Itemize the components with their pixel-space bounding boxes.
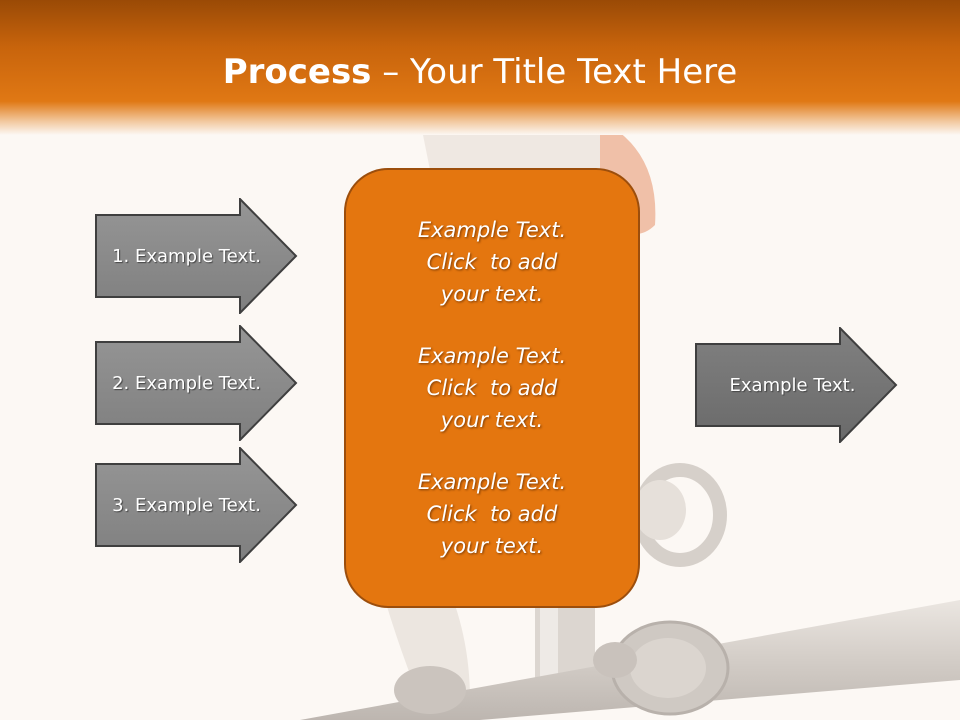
arrow-result[interactable]: Example Text. <box>695 325 898 445</box>
arrow-shape-icon <box>95 323 298 443</box>
text-block-2-line-1: Example Text. <box>417 344 567 368</box>
arrow-step-2[interactable]: 2. Example Text. <box>95 323 298 443</box>
arrow-shape-icon <box>95 196 298 316</box>
text-block-2: Example Text. Click to add your text. <box>418 340 566 436</box>
text-block-3-line-3: your text. <box>440 534 544 558</box>
title-bar <box>0 0 960 135</box>
arrow-step-3[interactable]: 3. Example Text. <box>95 445 298 565</box>
arrow-shape-icon <box>695 325 898 445</box>
arrow-step-1-label: 1. Example Text. <box>112 245 261 267</box>
text-block-1-line-3: your text. <box>440 282 544 306</box>
arrow-shape-icon <box>95 445 298 565</box>
center-content-box[interactable]: Example Text. Click to add your text. Ex… <box>344 168 640 608</box>
text-block-1-line-1: Example Text. <box>417 218 567 242</box>
title-rest: – Your Title Text Here <box>371 52 738 92</box>
text-block-3: Example Text. Click to add your text. <box>418 466 566 562</box>
text-block-1-line-2: Click to add <box>426 250 558 274</box>
arrow-result-label: Example Text. <box>729 374 856 396</box>
arrow-step-3-label: 3. Example Text. <box>112 494 261 516</box>
text-block-2-line-3: your text. <box>440 408 544 432</box>
text-block-3-line-2: Click to add <box>426 502 558 526</box>
text-block-2-line-2: Click to add <box>426 376 558 400</box>
arrow-step-2-label: 2. Example Text. <box>112 372 261 394</box>
text-block-3-line-1: Example Text. <box>417 470 567 494</box>
slide-title: Process – Your Title Text Here <box>0 52 960 92</box>
arrow-step-1[interactable]: 1. Example Text. <box>95 196 298 316</box>
title-bold: Process <box>222 52 372 92</box>
text-block-1: Example Text. Click to add your text. <box>418 214 566 310</box>
